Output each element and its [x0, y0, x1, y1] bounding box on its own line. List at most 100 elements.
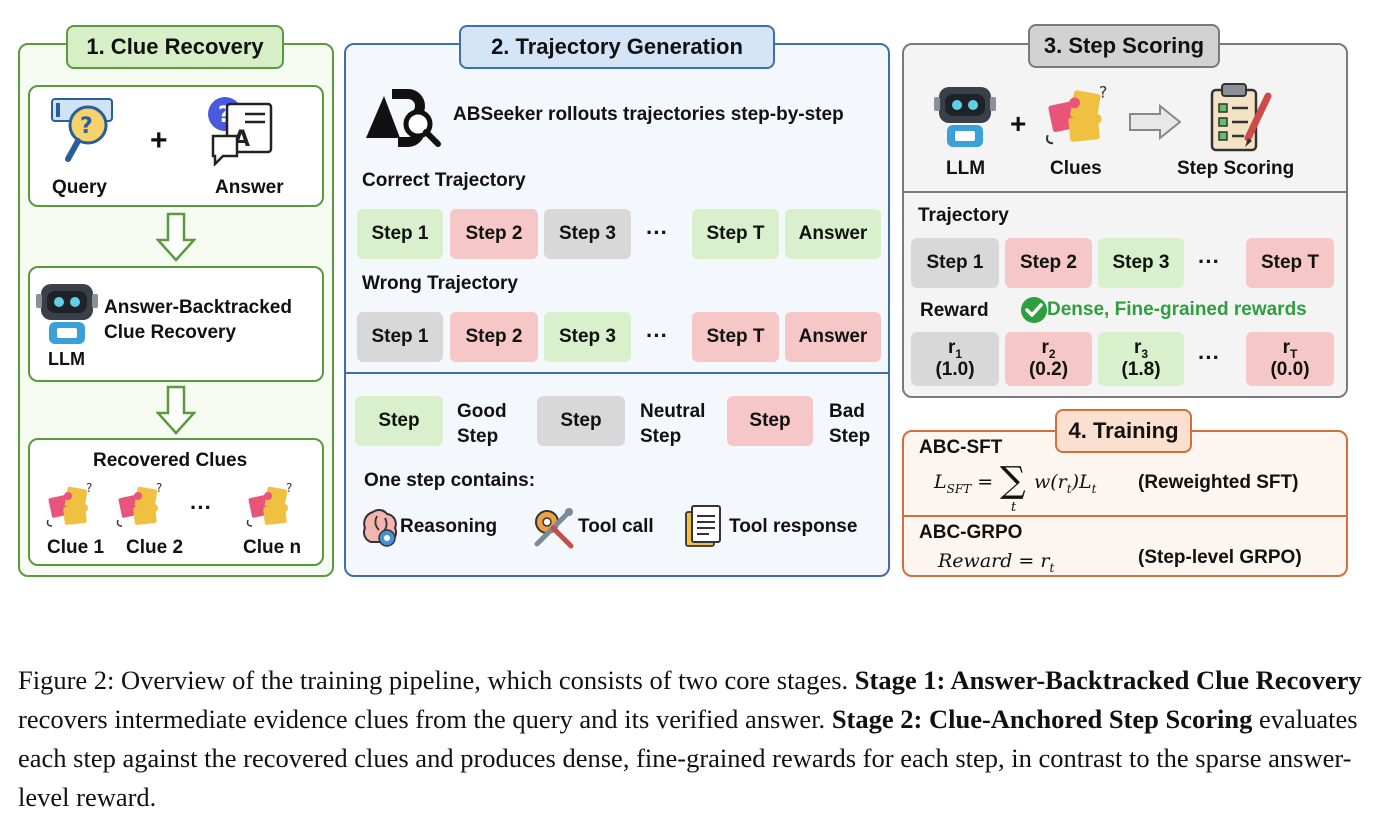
scored-ellipsis: ··· — [1198, 249, 1220, 274]
correct-step-chip: Step 2 — [450, 209, 538, 259]
abseeker-logo-icon — [366, 89, 441, 147]
figure-caption: Figure 2: Overview of the training pipel… — [18, 661, 1380, 817]
clue-ellipsis: ··· — [190, 495, 212, 520]
correct-step-chip: Step T — [692, 209, 779, 259]
tool-call-icon — [534, 508, 574, 549]
reward-value: (0.0) — [1270, 359, 1310, 381]
sft-sum-index: t — [1011, 500, 1017, 515]
stage3-plus: + — [1010, 108, 1027, 139]
correct-trajectory-label: Correct Trajectory — [362, 170, 526, 191]
legend-good-text: Step — [457, 426, 499, 447]
sft-rhs-loss-sub: t — [1091, 481, 1097, 496]
sft-note: (Reweighted SFT) — [1138, 472, 1299, 493]
scored-step-chip: Step 3 — [1098, 238, 1184, 288]
reward-chip: r2 (0.2) — [1005, 332, 1092, 386]
dense-rewards-label: Dense, Fine-grained rewards — [1047, 299, 1307, 320]
correct-step-chip: Step 3 — [544, 209, 631, 259]
legend-neutral-text: Neutral — [640, 401, 706, 422]
robot-icon — [934, 87, 996, 147]
reward-subscript: 1 — [955, 346, 963, 361]
stage3-divider — [904, 191, 1346, 193]
sft-rhs: w(rt)Lt — [1034, 471, 1096, 496]
reward-subscript: 2 — [1048, 346, 1056, 361]
reward-chip: r1 (1.0) — [911, 332, 999, 386]
correct-step-chip: Step 1 — [357, 209, 443, 259]
clue-label: Clue 1 — [47, 537, 105, 558]
reward-subscript: T — [1290, 346, 1298, 361]
sft-rhs-weight: w(r — [1034, 471, 1067, 493]
wrong-step-chip: Step 2 — [450, 312, 538, 362]
legend-good-chip: Step — [355, 396, 443, 446]
sft-formula: LSFT = — [934, 471, 993, 496]
component-tool-call: Tool call — [578, 516, 654, 537]
caption-text: recovers intermediate evidence clues fro… — [18, 704, 832, 734]
tool-response-document-icon — [685, 505, 721, 547]
caption-bold: Stage 2: Clue-Anchored Step Scoring — [831, 704, 1253, 734]
scored-step-chip: Step 2 — [1005, 238, 1092, 288]
puzzle-icon — [46, 482, 94, 527]
sft-summation: ∑ — [1000, 460, 1026, 501]
recovery-line1: Answer-Backtracked — [104, 297, 292, 318]
wrong-trajectory-label: Wrong Trajectory — [362, 273, 518, 294]
wrong-step-chip: Step T — [692, 312, 779, 362]
abc-sft-label: ABC-SFT — [919, 437, 1003, 458]
correct-ellipsis: ··· — [646, 220, 668, 245]
query-magnifier-icon: ? — [51, 98, 113, 162]
puzzle-icon — [116, 482, 164, 527]
stage4-title: 4. Training — [1055, 409, 1192, 453]
check-mark-icon — [1021, 297, 1047, 323]
reward-chip: rT (0.0) — [1246, 332, 1334, 386]
clue-label: Clue n — [243, 537, 302, 558]
caption-bold: Stage 1: Answer-Backtracked Clue Recover… — [854, 665, 1362, 695]
svg-text:?: ? — [80, 114, 93, 139]
wrong-step-chip: Step 3 — [544, 312, 631, 362]
legend-neutral-text: Step — [640, 426, 682, 447]
caption-text: evaluates each step against the recovere… — [18, 704, 1358, 812]
abc-grpo-label: ABC-GRPO — [919, 522, 1023, 543]
sft-rhs-loss: )L — [1071, 471, 1092, 493]
stage3-scoring-label: Step Scoring — [1177, 158, 1295, 179]
clue-label: Clue 2 — [126, 537, 184, 558]
wrong-answer-chip: Answer — [785, 312, 881, 362]
plus-sign: + — [150, 124, 168, 157]
sft-lhs-sub: SFT — [946, 481, 972, 496]
stage3-clues-label: Clues — [1050, 158, 1102, 179]
correct-answer-chip: Answer — [785, 209, 881, 259]
grpo-formula-sub: t — [1049, 560, 1055, 575]
reward-subscript: 3 — [1141, 346, 1149, 361]
reward-value: (1.0) — [935, 359, 975, 381]
sft-equals: = — [977, 471, 994, 493]
wrong-ellipsis: ··· — [646, 323, 668, 348]
legend-bad-chip: Step — [727, 396, 813, 446]
down-arrow-icon — [156, 212, 196, 262]
checklist-clipboard-icon — [1210, 83, 1272, 152]
grpo-formula-text: Reward = r — [938, 550, 1050, 572]
reward-chip: r3 (1.8) — [1098, 332, 1184, 386]
rollout-text: ABSeeker rollouts trajectories step-by-s… — [453, 104, 844, 125]
reward-symbol: r — [1282, 336, 1291, 358]
trajectory-generation-panel — [344, 43, 890, 577]
answer-label: Answer — [215, 177, 284, 198]
legend-bad-text: Bad — [829, 401, 865, 422]
caption-text: Figure 2: Overview of the training pipel… — [18, 665, 855, 695]
scored-step-chip: Step 1 — [911, 238, 999, 288]
query-label: Query — [52, 177, 107, 198]
grpo-formula: Reward = rt — [938, 550, 1054, 575]
legend-neutral-chip: Step — [537, 396, 625, 446]
down-arrow-icon — [156, 385, 196, 435]
reward-value: (0.2) — [1028, 359, 1069, 381]
reward-ellipsis: ··· — [1198, 345, 1220, 370]
stage3-title: 3. Step Scoring — [1028, 24, 1220, 68]
stage3-trajectory-label: Trajectory — [918, 205, 1009, 226]
brain-icon — [362, 509, 398, 547]
right-arrow-icon — [1129, 104, 1182, 140]
reward-value: (1.8) — [1121, 359, 1161, 381]
scored-step-chip: Step T — [1246, 238, 1334, 288]
wrong-step-chip: Step 1 — [357, 312, 443, 362]
recovery-line2: Clue Recovery — [104, 322, 237, 343]
robot-icon — [36, 284, 98, 344]
reward-symbol: r — [947, 336, 956, 358]
component-tool-response: Tool response — [729, 516, 858, 537]
legend-good-text: Good — [457, 401, 507, 422]
stage1-title: 1. Clue Recovery — [66, 25, 284, 69]
